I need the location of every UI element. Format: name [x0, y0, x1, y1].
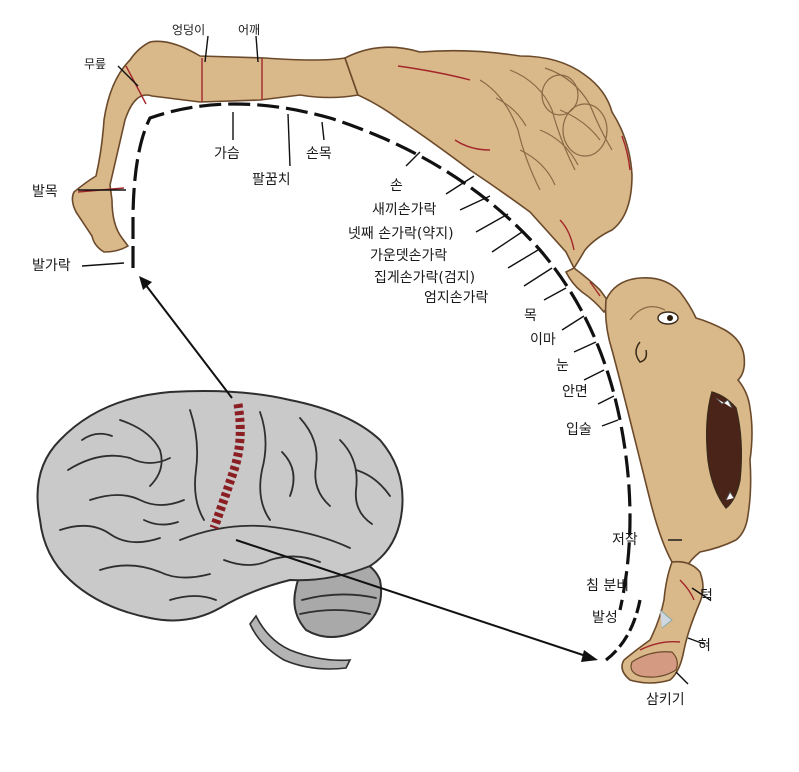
label-toes: 발가락 [32, 258, 71, 274]
label-knee: 무릎 [84, 57, 106, 71]
label-lips: 입술 [566, 422, 592, 438]
cerebrum [36, 390, 404, 622]
projection-arrows [139, 276, 598, 662]
label-face: 안면 [562, 384, 588, 400]
label-elbow: 팔꿈치 [252, 172, 291, 188]
label-middle-finger: 가운뎃손가락 [370, 248, 447, 264]
label-vocalization: 발성 [592, 610, 618, 626]
brain-sulci [59, 409, 391, 601]
label-wrist: 손목 [306, 146, 332, 162]
homunculus-leg [71, 40, 360, 253]
label-little-finger: 새끼손가락 [372, 202, 437, 218]
label-neck: 목 [524, 308, 537, 324]
label-ankle: 발목 [32, 184, 58, 200]
brain-illustration [36, 390, 404, 670]
homunculus-face [604, 276, 753, 570]
label-mastication: 저작 [612, 532, 638, 548]
homunculus-neck [564, 267, 611, 314]
brainstem [249, 614, 352, 670]
label-eye: 눈 [556, 358, 569, 374]
hand-folds [479, 67, 613, 191]
label-chest: 가슴 [214, 146, 240, 162]
homunculus-figure [71, 40, 753, 684]
ear-icon [635, 341, 648, 363]
cortex-arc [131, 102, 642, 662]
motor-cortex-strip [209, 403, 245, 530]
tongue-icon [630, 651, 678, 678]
region-dividers [77, 58, 695, 651]
label-index-finger: 집게손가락(검지) [374, 270, 475, 286]
label-ring-finger: 넷째 손가락(약지) [348, 226, 454, 242]
label-brow: 이마 [530, 332, 556, 348]
label-tongue: 혀 [698, 638, 711, 654]
label-salivation: 침 분비 [586, 578, 629, 594]
label-hand: 손 [390, 178, 403, 194]
label-swallowing: 삼키기 [646, 692, 685, 708]
mouth-icon [705, 391, 743, 509]
homunculus-arm-hand [344, 46, 633, 270]
label-thumb: 엄지손가락 [424, 290, 489, 306]
label-jaw: 턱 [700, 588, 713, 604]
leader-lines [78, 35, 711, 685]
body-part-labels: 무릎 엉덩이 어깨 발목 발가락 가슴 팔꿈치 손목 손 새끼손가락 넷째 손가… [32, 23, 713, 708]
label-hip: 엉덩이 [172, 23, 205, 37]
label-shoulder: 어깨 [238, 23, 260, 37]
